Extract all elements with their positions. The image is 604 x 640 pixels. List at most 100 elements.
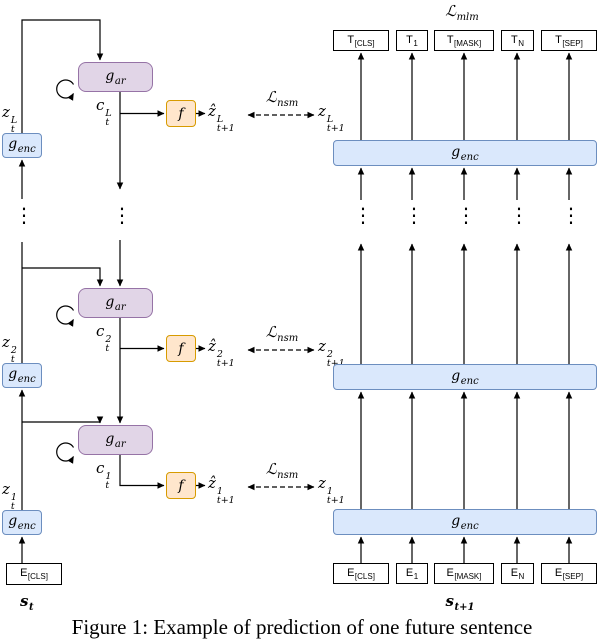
g-enc-label: genc xyxy=(451,144,478,163)
g-enc-label: genc xyxy=(451,513,478,532)
base: g xyxy=(451,367,461,384)
subscript: t+1 xyxy=(326,495,345,506)
g-enc-label: genc xyxy=(451,368,478,387)
base: E xyxy=(446,566,454,579)
g-ar-label: gar xyxy=(105,68,125,87)
superscript: L xyxy=(105,108,112,119)
token-label: TN xyxy=(511,34,524,48)
base: g xyxy=(451,512,461,529)
base: z xyxy=(2,480,10,498)
embedding-e-sep-box: E[SEP] xyxy=(541,563,597,584)
base: z xyxy=(318,102,326,120)
token-label: E[CLS] xyxy=(347,567,375,581)
subscript: enc xyxy=(17,521,36,532)
subscript: nsm xyxy=(277,470,299,481)
token-label: T[MASK] xyxy=(447,34,481,48)
base: g xyxy=(8,366,18,382)
g-enc-bar-top: genc xyxy=(333,140,597,166)
token-t-n-box: TN xyxy=(501,30,534,51)
subscript: enc xyxy=(460,151,479,163)
base: g xyxy=(8,136,18,152)
subscript: t xyxy=(105,480,110,491)
subscript: t+1 xyxy=(326,123,345,134)
subscript: 1 xyxy=(413,38,418,48)
subscript: [MASK] xyxy=(454,571,482,581)
g-enc-bar-bottom: genc xyxy=(333,509,597,535)
base: E xyxy=(20,567,28,579)
superscript: 1 xyxy=(216,486,223,497)
ellipsis-right-col-2: ⋮ xyxy=(404,203,424,227)
subscript: enc xyxy=(460,520,479,532)
token-label: EN xyxy=(511,567,525,581)
base: T xyxy=(347,33,355,46)
subscript: t xyxy=(10,501,15,512)
superscript: 1 xyxy=(105,471,112,482)
base: E xyxy=(510,566,519,579)
subscript: enc xyxy=(460,375,479,387)
token-label: T1 xyxy=(406,34,418,48)
base: ℒ xyxy=(265,460,277,478)
ellipsis-left-ar: ⋮ xyxy=(112,203,132,227)
base: z xyxy=(2,333,10,351)
subscript: [CLS] xyxy=(354,571,375,581)
subscript: 1 xyxy=(413,571,419,581)
superscript: 1 xyxy=(326,486,333,497)
base: ℒ xyxy=(265,88,277,106)
token-label: E1 xyxy=(406,567,418,581)
base: z xyxy=(318,337,326,355)
subscript: t xyxy=(10,124,15,135)
base: s xyxy=(445,592,454,610)
loss-nsm-label-level-2: ℒnsm xyxy=(250,323,314,344)
subscript: N xyxy=(518,571,525,581)
base: E xyxy=(405,566,414,579)
embedding-e-n-box: EN xyxy=(501,563,534,584)
subscript: mlm xyxy=(456,12,479,23)
g-enc-box-level-1: genc xyxy=(2,510,42,535)
subscript: t+1 xyxy=(216,358,235,369)
subscript: ar xyxy=(114,438,126,450)
g-ar-label: gar xyxy=(105,431,125,450)
f-box-level-1: f xyxy=(166,472,196,499)
token-t-sep-box: T[SEP] xyxy=(541,30,597,51)
subscript: [CLS] xyxy=(27,572,48,581)
subscript: t+1 xyxy=(454,602,475,613)
subscript: t+1 xyxy=(327,359,345,369)
base: T xyxy=(446,33,454,46)
token-t-1-box: T1 xyxy=(396,30,428,51)
subscript: [MASK] xyxy=(454,38,482,48)
base: c xyxy=(96,322,105,340)
base: g xyxy=(105,293,115,310)
superscript: L xyxy=(326,114,334,125)
g-enc-label: genc xyxy=(8,513,35,532)
embedding-e-1-box: E1 xyxy=(396,563,428,584)
subscript: enc xyxy=(17,374,36,385)
loss-nsm-label-level-L: ℒnsm xyxy=(250,88,314,109)
f-label: f xyxy=(178,477,184,494)
base: g xyxy=(8,513,18,529)
subscript: t xyxy=(105,343,110,354)
base: ẑ xyxy=(208,102,216,120)
token-label: T[CLS] xyxy=(347,34,374,48)
superscript: 2 xyxy=(326,349,333,360)
superscript: 2 xyxy=(105,334,112,345)
ellipsis-right-col-1: ⋮ xyxy=(353,203,373,227)
subscript: ar xyxy=(114,301,126,313)
token-label: E[CLS] xyxy=(20,567,48,581)
subscript: t xyxy=(28,602,34,613)
superscript: 2 xyxy=(10,345,17,356)
ellipsis-right-col-5: ⋮ xyxy=(561,203,581,227)
embedding-e-cls-box: E[CLS] xyxy=(333,563,389,584)
